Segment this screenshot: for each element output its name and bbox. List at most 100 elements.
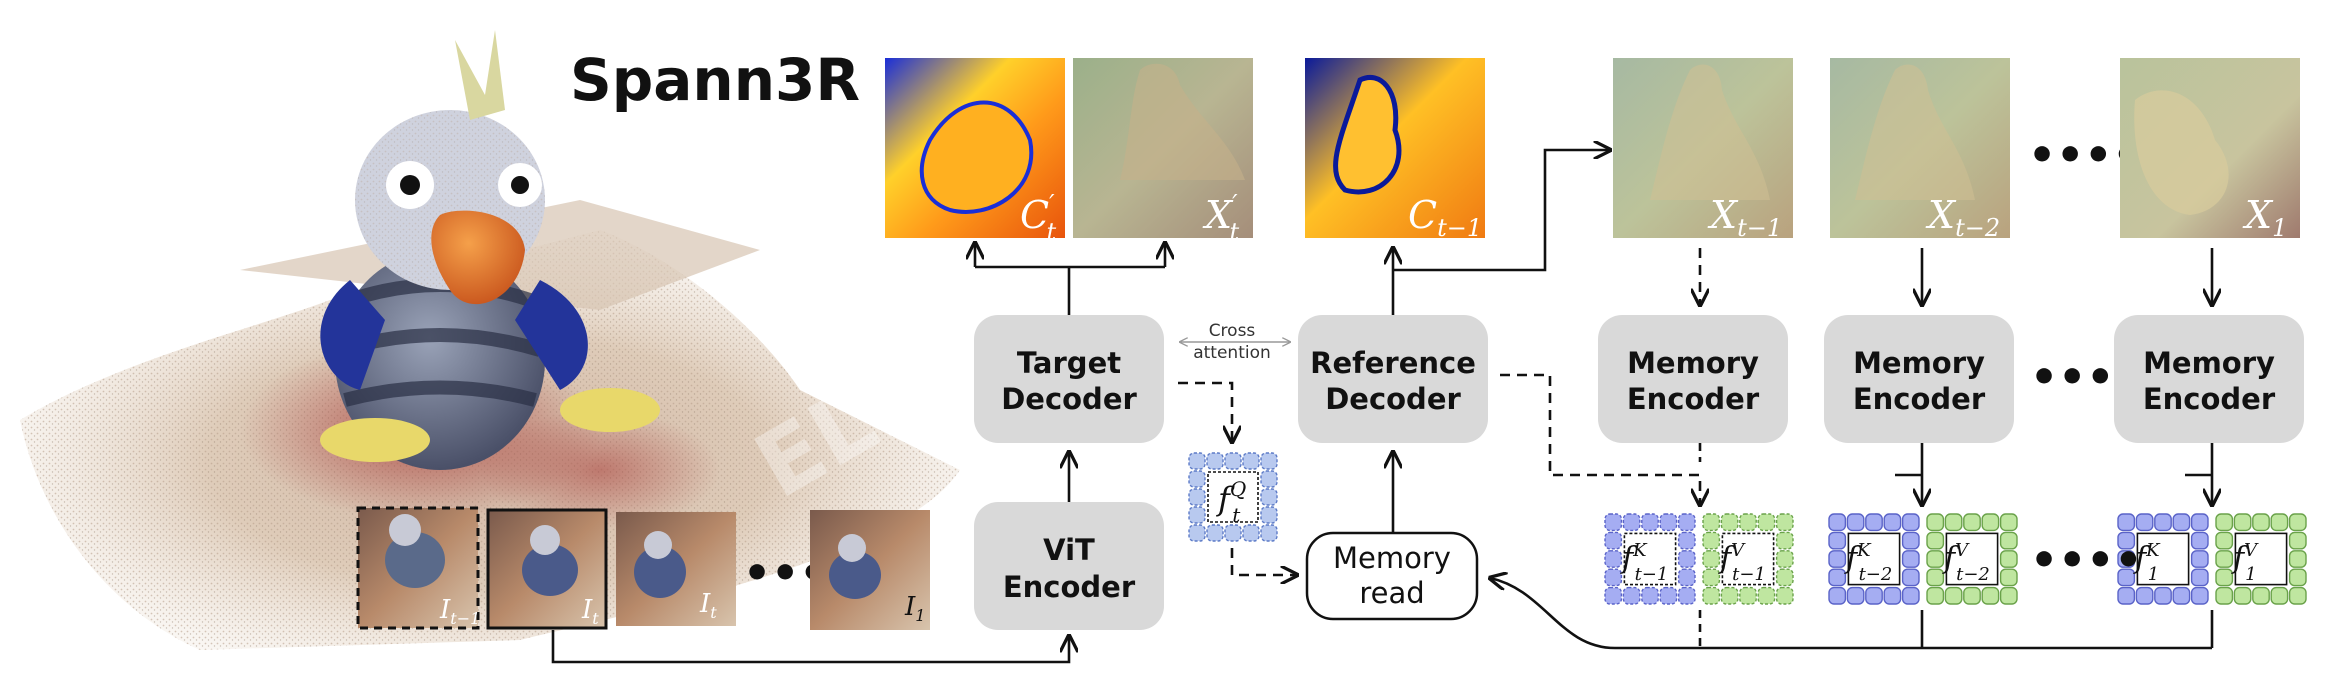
feature-cell: [1775, 568, 1794, 587]
feature-cell: [1926, 550, 1945, 568]
feature-cell: [1865, 586, 1883, 605]
feature-cell: [1999, 568, 2018, 587]
feature-cell: [1677, 531, 1696, 550]
vit-encoder: ViT Encoder: [974, 502, 1164, 630]
feature-cell: [2190, 513, 2209, 532]
input-frame-t: It: [486, 508, 608, 630]
target-decoder-line1: Target: [1017, 346, 1121, 380]
feature-cell: [1828, 568, 1847, 587]
conf-map-target-label: C′t: [1020, 190, 1057, 246]
feature-cell: [1944, 513, 1963, 532]
feature-cell: [1224, 452, 1242, 470]
feature-cell: [1999, 531, 2018, 550]
title: Spann3R: [570, 46, 860, 114]
feature-cell: [1622, 513, 1641, 532]
feature-cell: [1828, 586, 1847, 605]
input-frame-label: It−1: [439, 595, 480, 628]
feature-cell: [1260, 470, 1278, 488]
feature-cell: [1260, 524, 1278, 542]
feature-cell: [2288, 513, 2307, 532]
feature-cell: [2117, 586, 2136, 605]
memory-encoder-line1: Memory: [1853, 346, 1985, 380]
feature-cell: [1739, 513, 1757, 532]
feature-cell: [1224, 524, 1242, 542]
feature-cell: [2233, 513, 2252, 532]
cross-attention-line2: attention: [1193, 343, 1271, 363]
feature-cell: [2117, 550, 2136, 568]
feature-cell: [2288, 568, 2307, 587]
feature-cell: [1757, 513, 1776, 532]
connections: [551, 150, 2212, 664]
memory-read-line2: read: [1359, 576, 1424, 610]
feature-inner: [1847, 532, 1901, 586]
feature-cell: [2135, 586, 2154, 605]
feature-cell: [2233, 586, 2252, 605]
feature-cell: [2215, 550, 2234, 568]
reference-decoder-line1: Reference: [1310, 346, 1476, 380]
feature-cell: [1901, 568, 1920, 587]
feature-cell: [1702, 568, 1721, 587]
memory-encoder-line1: Memory: [1627, 346, 1759, 380]
feature-cell: [1677, 568, 1696, 587]
feature-cell: [2252, 513, 2270, 532]
feature-cell: [1757, 586, 1776, 605]
memory-encoder-line2: Encoder: [2143, 382, 2276, 416]
feature-cell: [2190, 586, 2209, 605]
feature-cell: [2215, 568, 2234, 587]
memory-value-grid: [1926, 513, 2018, 605]
memory-key-grid: [2117, 513, 2209, 605]
vit-encoder-line1: ViT: [1043, 533, 1095, 567]
feature-cell: [1828, 550, 1847, 568]
memory-value-grid: [2215, 513, 2307, 605]
feature-cell: [1720, 586, 1739, 605]
feature-cell: [2252, 586, 2270, 605]
reference-decoder: Reference Decoder: [1298, 315, 1488, 443]
feature-cell: [1944, 586, 1963, 605]
feature-cell: [1999, 550, 2018, 568]
feature-cell: [1981, 513, 2000, 532]
feature-cell: [1641, 586, 1659, 605]
feature-cell: [1901, 550, 1920, 568]
feature-cell: [2154, 586, 2172, 605]
feature-cell: [1677, 513, 1696, 532]
conf-map-reference: Ct−1: [1305, 58, 1485, 242]
feature-inner: [1623, 532, 1677, 586]
memory-encoder-line1: Memory: [2143, 346, 2275, 380]
feature-cell: [1604, 568, 1623, 587]
memory-read: Memory read: [1305, 531, 1479, 621]
feature-cell: [2172, 586, 2191, 605]
feature-cell: [2215, 586, 2234, 605]
input-frame-label: It: [699, 589, 717, 622]
feature-cell: [1604, 513, 1623, 532]
feature-cell: [1702, 550, 1721, 568]
feature-cell: [1901, 586, 1920, 605]
feature-cell: [1242, 524, 1260, 542]
feature-cell: [2215, 513, 2234, 532]
feature-cell: [2215, 531, 2234, 550]
feature-cell: [1999, 513, 2018, 532]
pointmap-target: X′t: [1073, 58, 1253, 246]
feature-cell: [1659, 586, 1678, 605]
feature-cell: [2117, 531, 2136, 550]
feature-cell: [1865, 513, 1883, 532]
memory-encoder-line2: Encoder: [1627, 382, 1760, 416]
feature-cell: [1702, 531, 1721, 550]
conf-map-reference-label: Ct−1: [1408, 193, 1482, 242]
pointmap-t-minus-2: Xt−2: [1830, 58, 2010, 242]
vit-encoder-line2: Encoder: [1003, 570, 1136, 604]
feature-cell: [1963, 513, 1981, 532]
feature-cell: [1604, 531, 1623, 550]
cross-attention: Cross attention: [1180, 321, 1290, 363]
feature-cell: [2172, 513, 2191, 532]
memory-ellipsis: ••••: [2030, 535, 2143, 586]
target-decoder: Target Decoder: [974, 315, 1164, 443]
feature-cell: [1641, 513, 1659, 532]
feature-cell: [2270, 586, 2289, 605]
feature-cell: [2117, 513, 2136, 532]
feature-cell: [1739, 586, 1757, 605]
feature-cell: [1999, 586, 2018, 605]
feature-cell: [2288, 550, 2307, 568]
feature-cell: [1775, 531, 1794, 550]
